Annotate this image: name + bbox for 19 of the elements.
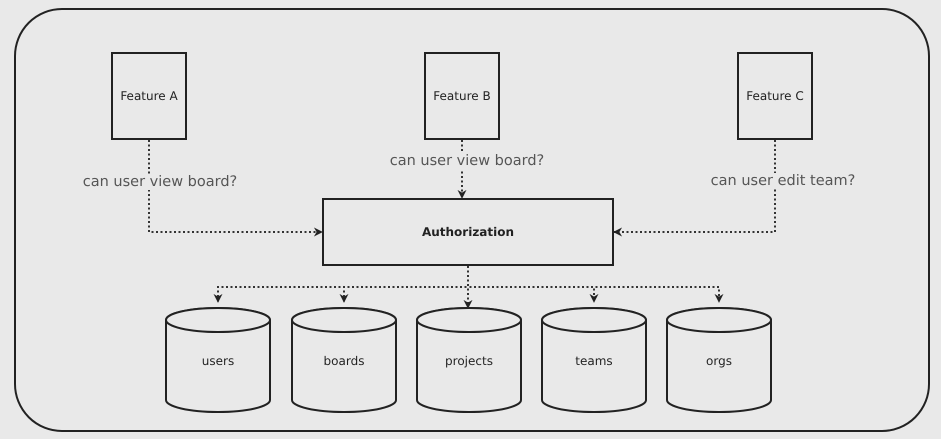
node-label: orgs [706,354,732,368]
node-label: users [202,354,234,368]
container-panel [14,8,930,432]
dotted-arrow [148,140,323,236]
edge-label: can user view board? [388,153,546,169]
node-label: teams [575,354,613,368]
feature-box [424,52,500,140]
feature-box [737,52,813,140]
dotted-arrow [613,140,776,236]
edge-label: can user edit team? [708,173,858,189]
feature-box [111,52,187,140]
node-label: boards [324,354,364,368]
node-label: Feature A [120,89,178,103]
node-label: Authorization [422,225,514,239]
node-label: Feature B [433,89,491,103]
node-label: projects [445,354,493,368]
edge-label: can user view board? [80,174,240,190]
service-box [322,198,614,266]
node-label: Feature C [746,89,804,103]
